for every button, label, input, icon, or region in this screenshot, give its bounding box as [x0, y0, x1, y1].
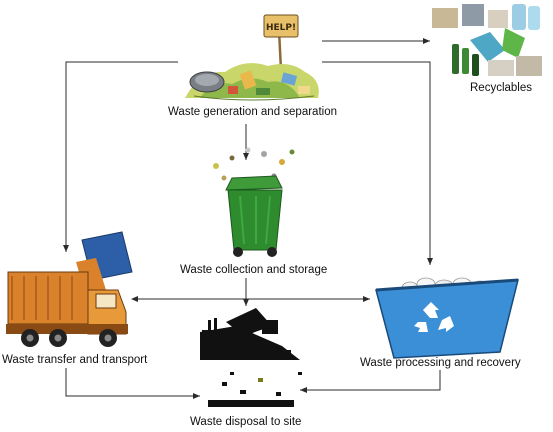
- garbage-truck-icon: [6, 231, 133, 347]
- green-wheelie-bin-icon: [213, 147, 295, 257]
- label-waste-collection: Waste collection and storage: [180, 264, 328, 276]
- label-waste-generation: Waste generation and separation: [168, 106, 337, 118]
- arrow-transfer-to-disposal: [65, 368, 200, 399]
- dump-truck-landfill-icon: [200, 308, 302, 407]
- label-waste-transfer: Waste transfer and transport: [2, 354, 148, 366]
- connectors: [63, 38, 441, 399]
- label-recyclables: Recyclables: [470, 82, 532, 94]
- recyclables-icon: [432, 4, 542, 76]
- label-waste-disposal: Waste disposal to site: [190, 416, 302, 428]
- help-sign-text: HELP!: [266, 23, 296, 33]
- label-waste-processing: Waste processing and recovery: [360, 357, 521, 369]
- arrow-generation-to-processing: [322, 61, 433, 265]
- arrow-processing-to-disposal: [300, 370, 441, 393]
- arrow-generation-to-transfer: [63, 61, 178, 252]
- garbage-pile-icon: HELP!: [185, 14, 319, 101]
- recycling-container-icon: [375, 277, 519, 359]
